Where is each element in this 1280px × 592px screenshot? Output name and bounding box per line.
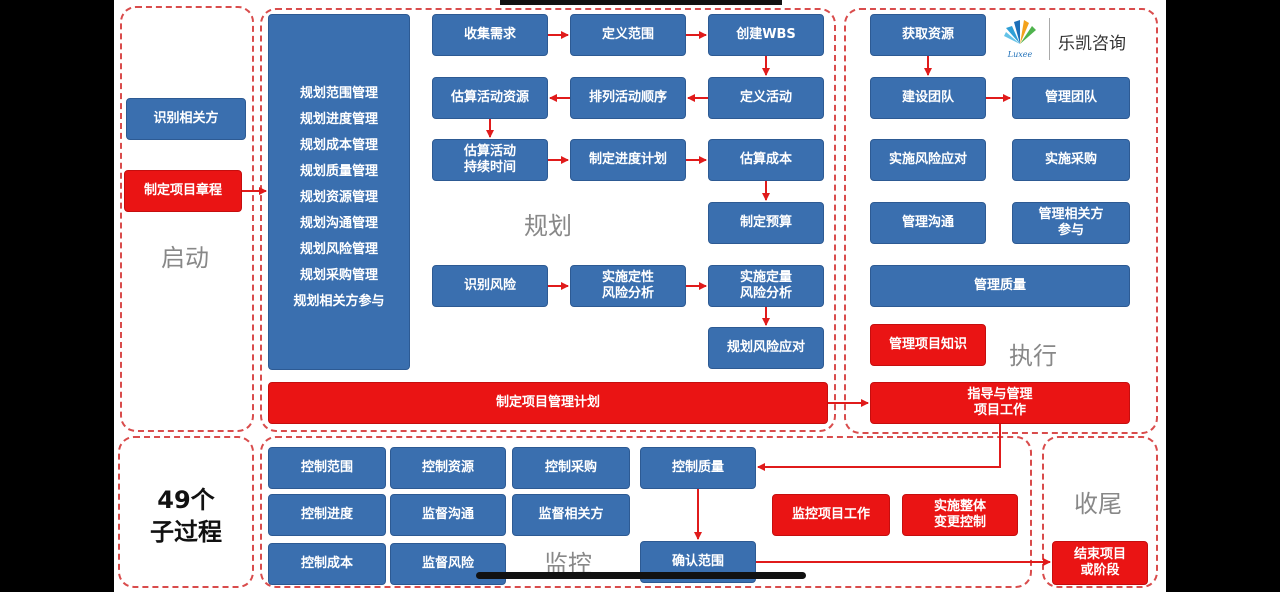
- process-count: 49个 子过程: [150, 486, 222, 546]
- estimate-resources-box[interactable]: 估算活动资源: [432, 77, 548, 119]
- develop-team-box[interactable]: 建设团队: [870, 77, 986, 119]
- plan-mgmt-item: 规划资源管理: [299, 190, 378, 205]
- define-activities-box[interactable]: 定义活动: [708, 77, 824, 119]
- create-wbs-box[interactable]: 创建WBS: [708, 14, 824, 56]
- arrow: [757, 424, 1001, 471]
- implement-risk-responses-box[interactable]: 实施风险应对: [870, 139, 986, 181]
- top-bar: [500, 0, 782, 5]
- closing-group: [1042, 436, 1158, 588]
- sequence-activities-box[interactable]: 排列活动顺序: [570, 77, 686, 119]
- estimate-durations-box[interactable]: 估算活动 持续时间: [432, 139, 548, 181]
- plan-mgmt-item: 规划采购管理: [299, 268, 378, 283]
- plan-mgmt-item: 规划质量管理: [299, 164, 378, 179]
- monitor-control-work-box[interactable]: 监控项目工作: [772, 494, 890, 536]
- integrated-change-control-box[interactable]: 实施整体 变更控制: [902, 494, 1018, 536]
- control-scope-box[interactable]: 控制范围: [268, 447, 386, 489]
- monitoring-group: [260, 436, 1032, 588]
- develop-schedule-box[interactable]: 制定进度计划: [570, 139, 686, 181]
- plan-mgmt-item: 规划进度管理: [299, 112, 378, 127]
- stage-label-executing: 执行: [1009, 342, 1057, 370]
- develop-pm-plan-box[interactable]: 制定项目管理计划: [268, 382, 828, 424]
- plan-risk-responses-box[interactable]: 规划风险应对: [708, 327, 824, 369]
- planning-group: [260, 8, 836, 432]
- brand-divider: [1049, 18, 1050, 60]
- collect-requirements-box[interactable]: 收集需求: [432, 14, 548, 56]
- close-project-box[interactable]: 结束项目 或阶段: [1052, 541, 1148, 585]
- brand-logo-icon: Luxee: [998, 14, 1042, 60]
- estimate-costs-box[interactable]: 估算成本: [708, 139, 824, 181]
- control-resources-box[interactable]: 控制资源: [390, 447, 506, 489]
- monitor-stakeholders-box[interactable]: 监督相关方: [512, 494, 630, 536]
- plan-management-box[interactable]: 规划范围管理 规划进度管理 规划成本管理 规划质量管理 规划资源管理 规划沟通管…: [268, 14, 410, 370]
- plan-mgmt-item: 规划相关方参与: [293, 294, 385, 309]
- qualitative-risk-box[interactable]: 实施定性 风险分析: [570, 265, 686, 307]
- plan-mgmt-item: 规划成本管理: [299, 138, 378, 153]
- manage-quality-box[interactable]: 管理质量: [870, 265, 1130, 307]
- brand-name: 乐凯咨询: [1058, 34, 1126, 54]
- determine-budget-box[interactable]: 制定预算: [708, 202, 824, 244]
- plan-mgmt-item: 规划沟通管理: [299, 216, 378, 231]
- identify-stakeholders-box[interactable]: 识别相关方: [126, 98, 246, 140]
- manage-communications-box[interactable]: 管理沟通: [870, 202, 986, 244]
- control-schedule-box[interactable]: 控制进度: [268, 494, 386, 536]
- quantitative-risk-box[interactable]: 实施定量 风险分析: [708, 265, 824, 307]
- svg-text:Luxee: Luxee: [1007, 50, 1033, 59]
- stage-label-initiating: 启动: [161, 244, 209, 272]
- monitor-communications-box[interactable]: 监督沟通: [390, 494, 506, 536]
- control-costs-box[interactable]: 控制成本: [268, 543, 386, 585]
- initiating-group: [120, 6, 254, 432]
- summary-group: [118, 436, 254, 588]
- identify-risks-box[interactable]: 识别风险: [432, 265, 548, 307]
- manage-stakeholder-engagement-box[interactable]: 管理相关方 参与: [1012, 202, 1130, 244]
- stage-label-planning: 规划: [524, 212, 572, 240]
- control-procurements-box[interactable]: 控制采购: [512, 447, 630, 489]
- flow-arrows: [242, 31, 1051, 566]
- develop-charter-box[interactable]: 制定项目章程: [124, 170, 242, 212]
- control-quality-box[interactable]: 控制质量: [640, 447, 756, 489]
- plan-mgmt-item: 规划风险管理: [299, 242, 378, 257]
- direct-manage-work-box[interactable]: 指导与管理 项目工作: [870, 382, 1130, 424]
- conduct-procurements-box[interactable]: 实施采购: [1012, 139, 1130, 181]
- define-scope-box[interactable]: 定义范围: [570, 14, 686, 56]
- manage-knowledge-box[interactable]: 管理项目知识: [870, 324, 986, 366]
- plan-mgmt-item: 规划范围管理: [299, 86, 378, 101]
- stage-label-closing: 收尾: [1074, 490, 1122, 518]
- home-indicator[interactable]: [476, 572, 806, 579]
- process-map: 启动 规划 执行 监控 收尾 49个 子过程 Luxee 乐凯咨询 识别相关方 …: [114, 0, 1166, 592]
- acquire-resources-box[interactable]: 获取资源: [870, 14, 986, 56]
- manage-team-box[interactable]: 管理团队: [1012, 77, 1130, 119]
